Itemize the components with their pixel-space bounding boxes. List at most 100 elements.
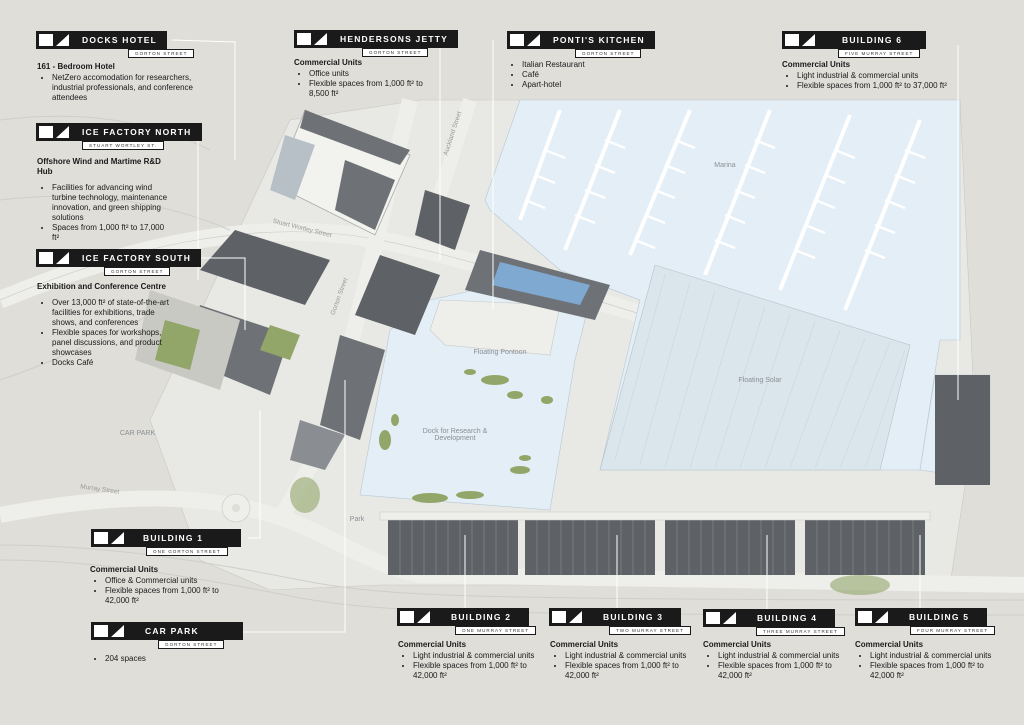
docks-hotel-info: 161 - Bedroom Hotel NetZero accomodation… <box>37 62 197 103</box>
car-park-sub: GORTON STREET <box>158 640 225 649</box>
ice-factory-north-info: Offshore Wind and Martime R&D Hub Facili… <box>37 157 169 243</box>
ice-factory-south-sub: GORTON STREET <box>104 267 171 276</box>
building-5-name: BUILDING 5 <box>891 608 988 626</box>
building-6-sub: FIVE MURRAY STREET <box>838 49 921 58</box>
pontis-kitchen-info: Italian RestaurantCaféApart-hotel <box>507 60 627 90</box>
ice-factory-south-tag: ICE FACTORY SOUTH <box>36 249 202 267</box>
ice-factory-south-name: ICE FACTORY SOUTH <box>72 249 202 267</box>
docks-hotel-tag: DOCKS HOTEL <box>36 31 168 49</box>
list-item: Flexible spaces from 1,000 ft² to 42,000… <box>565 661 690 681</box>
list-item: Flexible spaces from 1,000 ft² to 42,000… <box>413 661 538 681</box>
building-6-info: Commercial Units Light industrial & comm… <box>782 60 957 91</box>
building-4-name: BUILDING 4 <box>739 609 836 627</box>
list-item: Light industrial & commercial units <box>870 651 995 661</box>
ice-factory-south-info: Exhibition and Conference Centre Over 13… <box>37 282 172 368</box>
building-3-info: Commercial Units Light industrial & comm… <box>550 640 690 681</box>
building-5-info: Commercial Units Light industrial & comm… <box>855 640 995 681</box>
list-item: Light industrial & commercial units <box>718 651 843 661</box>
docks-hotel-heading: 161 - Bedroom Hotel <box>37 62 115 71</box>
brand-logo-icon <box>397 608 433 626</box>
list-item: Facilities for advancing wind turbine te… <box>52 183 169 223</box>
brand-logo-icon <box>507 31 543 49</box>
building-1-name: BUILDING 1 <box>127 529 242 547</box>
building-4-info: Commercial Units Light industrial & comm… <box>703 640 843 681</box>
hendersons-jetty-info: Commercial Units Office unitsFlexible sp… <box>294 58 434 99</box>
marina-label: Marina <box>714 162 736 169</box>
building-1-tag: BUILDING 1 <box>91 529 242 547</box>
pontis-kitchen-name: PONTI'S KITCHEN <box>543 31 655 49</box>
list-item: Over 13,000 ft² of state-of-the-art faci… <box>52 298 172 328</box>
building-2-name: BUILDING 2 <box>433 608 530 626</box>
building-3-sub: TWO MURRAY STREET <box>609 626 691 635</box>
building-2-tag: BUILDING 2 <box>397 608 530 626</box>
building-2-sub: ONE MURRAY STREET <box>455 626 537 635</box>
ice-factory-north-tag: ICE FACTORY NORTH <box>36 123 202 141</box>
brand-logo-icon <box>549 608 585 626</box>
list-item: Apart-hotel <box>522 80 627 90</box>
hendersons-jetty-heading: Commercial Units <box>294 58 363 67</box>
list-item: Italian Restaurant <box>522 60 627 70</box>
list-item: Docks Café <box>52 358 172 368</box>
ice-factory-south-heading: Exhibition and Conference Centre <box>37 282 166 291</box>
list-item: Flexible spaces from 1,000 ft² to 37,000… <box>797 81 957 91</box>
hendersons-jetty-name: HENDERSONS JETTY <box>330 30 458 48</box>
list-item: Office units <box>309 69 434 79</box>
brand-logo-icon <box>91 622 127 640</box>
list-item: Spaces from 1,000 ft² to 17,000 ft² <box>52 223 169 243</box>
building-5-tag: BUILDING 5 <box>855 608 988 626</box>
car-park-info: 204 spaces <box>90 654 210 664</box>
brand-logo-icon <box>91 529 127 547</box>
building-6-heading: Commercial Units <box>782 60 851 69</box>
docks-hotel-name: DOCKS HOTEL <box>72 31 168 49</box>
ice-factory-north-heading: Offshore Wind and Martime R&D Hub <box>37 157 161 176</box>
hendersons-jetty-tag: HENDERSONS JETTY <box>294 30 458 48</box>
brand-logo-icon <box>782 31 818 49</box>
docks-hotel-sub: GORTON STREET <box>128 49 195 58</box>
list-item: Café <box>522 70 627 80</box>
park-label: Park <box>349 516 365 523</box>
car-park-tag: CAR PARK <box>91 622 243 640</box>
list-item: Flexible spaces from 1,000 ft² to 42,000… <box>718 661 843 681</box>
floating-pontoon-label: Floating Pontoon <box>473 349 527 356</box>
brand-logo-icon <box>36 249 72 267</box>
list-item: NetZero accomodation for researchers, in… <box>52 73 197 103</box>
list-item: Flexible spaces from 1,000 ft² to 42,000… <box>870 661 995 681</box>
brand-logo-icon <box>36 123 72 141</box>
hendersons-jetty-sub: GORTON STREET <box>362 48 429 57</box>
building-4-heading: Commercial Units <box>703 640 772 649</box>
building-4-sub: THREE MURRAY STREET <box>756 627 845 636</box>
pontis-kitchen-sub: GORTON STREET <box>575 49 642 58</box>
pontis-kitchen-tag: PONTI'S KITCHEN <box>507 31 655 49</box>
building-3-name: BUILDING 3 <box>585 608 682 626</box>
car-park-map-label: CAR PARK <box>119 430 156 437</box>
building-5-sub: FOUR MURRAY STREET <box>910 626 996 635</box>
floating-solar-label: Floating Solar <box>738 377 782 384</box>
building-3-heading: Commercial Units <box>550 640 619 649</box>
list-item: 204 spaces <box>105 654 210 664</box>
dock-rd-label: Dock for Research & Development <box>422 428 488 442</box>
building-6-name: BUILDING 6 <box>818 31 927 49</box>
building-3-tag: BUILDING 3 <box>549 608 682 626</box>
list-item: Light industrial & commercial units <box>565 651 690 661</box>
ice-factory-north-name: ICE FACTORY NORTH <box>72 123 202 141</box>
building-5-heading: Commercial Units <box>855 640 924 649</box>
brand-logo-icon <box>855 608 891 626</box>
building-1-info: Commercial Units Office & Commercial uni… <box>90 565 220 606</box>
building-1-sub: ONE GORTON STREET <box>146 547 228 556</box>
list-item: Flexible spaces for workshops, panel dis… <box>52 328 172 358</box>
list-item: Office & Commercial units <box>105 576 220 586</box>
car-park-name: CAR PARK <box>127 622 243 640</box>
building-2-heading: Commercial Units <box>398 640 467 649</box>
list-item: Flexible spaces from 1,000 ft² to 42,000… <box>105 586 220 606</box>
building-2-info: Commercial Units Light industrial & comm… <box>398 640 538 681</box>
brand-logo-icon <box>703 609 739 627</box>
building-1-heading: Commercial Units <box>90 565 159 574</box>
ice-factory-north-sub: STUART WORTLEY ST. <box>82 141 164 150</box>
list-item: Light industrial & commercial units <box>413 651 538 661</box>
building-4-tag: BUILDING 4 <box>703 609 836 627</box>
list-item: Light industrial & commercial units <box>797 71 957 81</box>
brand-logo-icon <box>294 30 330 48</box>
building-6-tag: BUILDING 6 <box>782 31 927 49</box>
brand-logo-icon <box>36 31 72 49</box>
